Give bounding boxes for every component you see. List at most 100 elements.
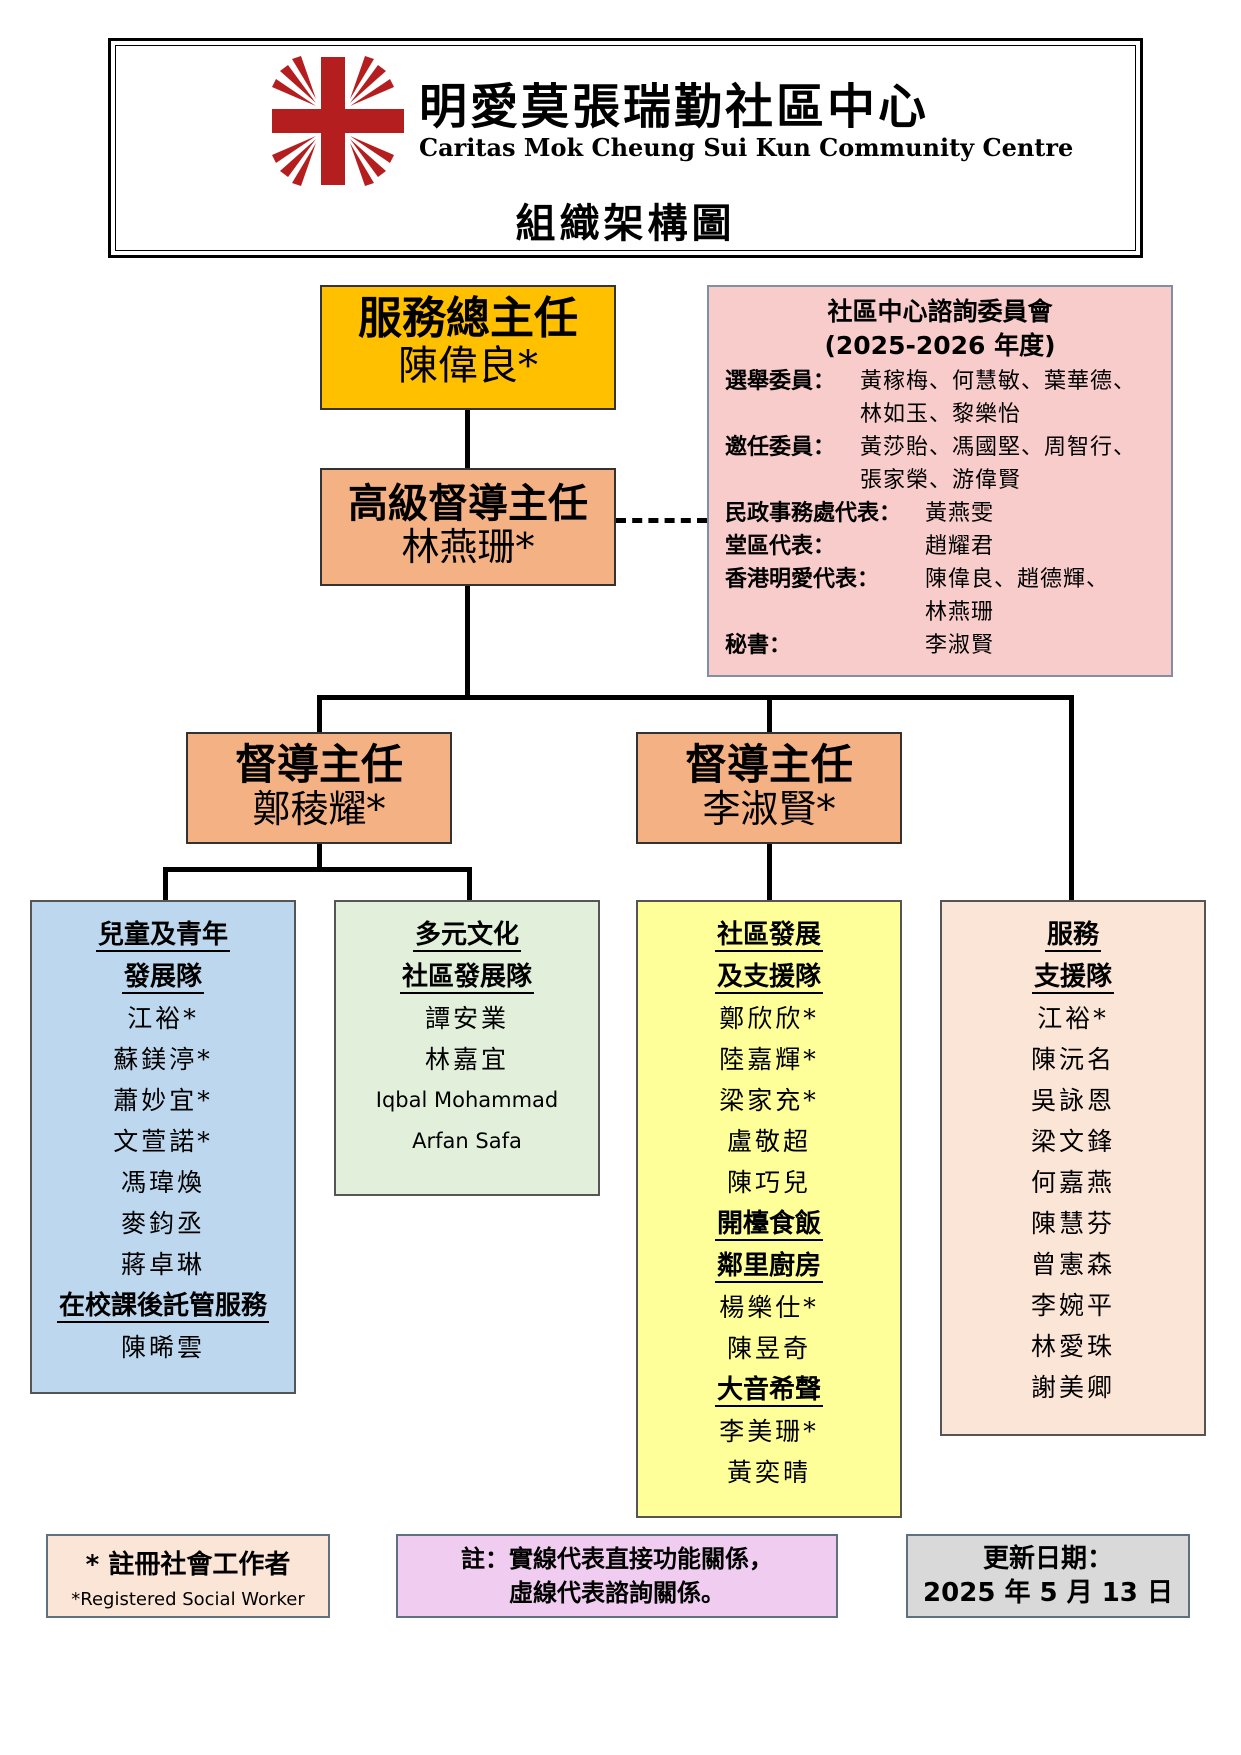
committee-value: 林如玉、黎樂怡 — [860, 401, 1022, 427]
note-box: 註：實線代表直接功能關係， 虛線代表諮詢關係。 — [396, 1534, 838, 1618]
team-member: 馮瑋煥 — [120, 1168, 205, 1197]
connector-to-sup2 — [767, 695, 772, 732]
committee-label: 選舉委員： — [725, 368, 836, 394]
committee-value: 黃燕雯 — [925, 500, 995, 526]
team-member: 蘇鎂渟* — [113, 1045, 213, 1074]
team-member: 陸嘉輝* — [719, 1045, 819, 1074]
senior-supervisor-name: 林燕珊* — [401, 525, 535, 569]
committee-value: 林燕珊 — [925, 599, 995, 625]
team-member: Arfan Safa — [412, 1129, 522, 1153]
committee-label: 秘書： — [725, 632, 792, 658]
team-heading-text: 兒童及青年 — [95, 920, 230, 952]
senior-supervisor-role: 高級督導主任 — [348, 481, 588, 527]
team-heading-text: 鄰里廚房 — [714, 1251, 823, 1283]
legend-zh: * 註冊社會工作者 — [85, 1550, 291, 1580]
advisory-committee-box: 社區中心諮詢委員會 (2025-2026 年度) 選舉委員： 黃稼梅、何慧敏、葉… — [707, 285, 1173, 677]
header-inner-border — [115, 45, 1136, 251]
dashed-consultative-line — [616, 518, 707, 523]
team-member: 李婉平 — [1030, 1291, 1115, 1320]
committee-value: 李淑賢 — [925, 632, 995, 658]
committee-row: 選舉委員： 黃稼梅、何慧敏、葉華德、 — [725, 365, 1155, 398]
committee-title: 社區中心諮詢委員會 — [827, 297, 1053, 326]
committee-label: 邀任委員： — [725, 434, 836, 460]
team-member: 文萱諾* — [113, 1127, 213, 1156]
team-member: 蔣卓琳 — [120, 1250, 205, 1279]
legend-en: *Registered Social Worker — [71, 1589, 305, 1610]
team-member: 江裕* — [1037, 1004, 1109, 1033]
team-heading: 在校課後託管服務 — [32, 1285, 294, 1327]
connector-to-team2 — [467, 867, 472, 900]
team-heading-text: 在校課後託管服務 — [56, 1291, 269, 1323]
connector-director-senior — [465, 410, 470, 468]
director-name: 陳偉良* — [398, 343, 538, 390]
team-heading-text: 大音希聲 — [714, 1375, 823, 1407]
committee-label — [725, 464, 860, 497]
team-heading-text: 及支援隊 — [714, 962, 823, 994]
team-member: Iqbal Mohammad — [375, 1088, 559, 1112]
team-heading: 社區發展隊 — [336, 956, 598, 998]
committee-value: 趙耀君 — [925, 533, 995, 559]
supervisor-box-1: 督導主任 鄭稜耀* — [186, 732, 452, 844]
committee-row: 香港明愛代表： 陳偉良、趙德輝、 — [725, 563, 1155, 596]
committee-value: 黃稼梅、何慧敏、葉華德、 — [860, 368, 1137, 394]
team-heading: 社區發展 — [638, 914, 900, 956]
supervisor-name: 李淑賢* — [702, 787, 836, 832]
team-heading: 及支援隊 — [638, 956, 900, 998]
team-member: 陳晞雲 — [120, 1333, 205, 1362]
committee-row: 民政事務處代表： 黃燕雯 — [725, 497, 1155, 530]
team-member: 林嘉宜 — [424, 1045, 509, 1074]
team-heading-text: 社區發展 — [714, 920, 823, 952]
team-heading-text: 支援隊 — [1031, 962, 1114, 994]
updated-date-box: 更新日期： 2025 年 5 月 13 日 — [906, 1534, 1190, 1618]
org-name-zh: 明愛莫張瑞勤社區中心 — [419, 79, 930, 135]
team-member: 謝美卿 — [1030, 1373, 1115, 1402]
connector-horizontal-main — [317, 695, 1074, 700]
connector-sup2-to-team3 — [767, 844, 772, 900]
committee-year: (2025-2026 年度) — [824, 330, 1056, 360]
team-heading: 多元文化 — [336, 914, 598, 956]
team-member: 蕭妙宜* — [113, 1086, 213, 1115]
team-member: 陳巧兒 — [726, 1168, 811, 1197]
director-role: 服務總主任 — [358, 293, 578, 344]
team-member: 盧敬超 — [726, 1127, 811, 1156]
team-heading: 鄰里廚房 — [638, 1245, 900, 1287]
team-heading: 兒童及青年 — [32, 914, 294, 956]
team-box-community-development: 社區發展及支援隊鄭欣欣* 陸嘉輝* 梁家充* 盧敬超陳巧兒開檯食飯鄰里廚房楊樂仕* 陳昱… — [636, 900, 902, 1518]
team-member: 麥鈞丞 — [120, 1209, 205, 1238]
team-member: 何嘉燕 — [1030, 1168, 1115, 1197]
committee-value: 黃莎貽、馮國堅、周智行、 — [860, 434, 1137, 460]
team-heading: 大音希聲 — [638, 1369, 900, 1411]
team-heading-text: 開檯食飯 — [714, 1209, 823, 1241]
caritas-logo-icon — [272, 56, 404, 186]
team-member: 江裕* — [127, 1004, 199, 1033]
committee-value: 張家榮、游偉賢 — [860, 467, 1022, 493]
senior-supervisor-box: 高級督導主任 林燕珊* — [320, 468, 616, 586]
team-member: 鄭欣欣* — [719, 1004, 819, 1033]
committee-value: 陳偉良、趙德輝、 — [925, 566, 1110, 592]
connector-to-team4 — [1069, 695, 1074, 900]
updated-label: 更新日期： — [982, 1544, 1113, 1574]
connector-to-team1 — [163, 867, 168, 900]
team-heading-text: 服務 — [1044, 920, 1101, 952]
connector-senior-down — [465, 586, 470, 698]
supervisor-role: 督導主任 — [234, 740, 403, 789]
header-panel: 明愛莫張瑞勤社區中心 Caritas Mok Cheung Sui Kun Co… — [108, 38, 1143, 258]
committee-row: 邀任委員： 黃莎貽、馮國堅、周智行、 — [725, 431, 1155, 464]
committee-label: 香港明愛代表： — [725, 566, 880, 592]
committee-row: 秘書： 李淑賢 — [725, 629, 1155, 662]
committee-label: 堂區代表： — [725, 533, 836, 559]
team-member: 李美珊* — [719, 1417, 819, 1446]
team-heading: 開檯食飯 — [638, 1203, 900, 1245]
team-member: 楊樂仕* — [719, 1293, 819, 1322]
connector-sup1-down — [317, 844, 322, 870]
supervisor-name: 鄭稜耀* — [252, 787, 386, 832]
committee-row: 林燕珊 — [725, 596, 1155, 629]
team-member: 梁家充* — [719, 1086, 819, 1115]
supervisor-box-2: 督導主任 李淑賢* — [636, 732, 902, 844]
team-member: 吳詠恩 — [1030, 1086, 1115, 1115]
team-heading: 支援隊 — [942, 956, 1204, 998]
team-member: 陳慧芬 — [1030, 1209, 1115, 1238]
team-heading-text: 多元文化 — [412, 920, 521, 952]
team-member: 陳昱奇 — [726, 1334, 811, 1363]
committee-label — [725, 398, 860, 431]
